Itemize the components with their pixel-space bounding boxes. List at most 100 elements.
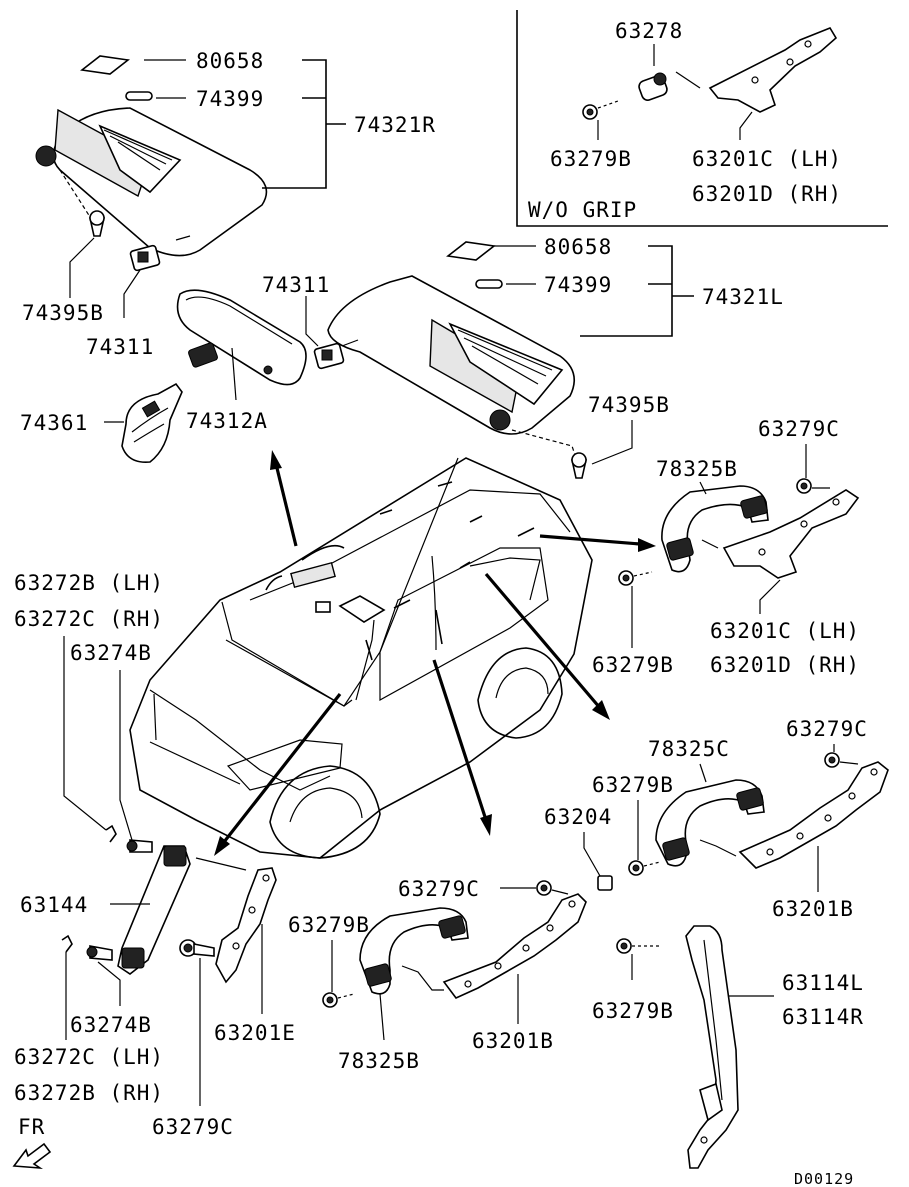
sticker-74399-b (475, 279, 503, 289)
inset-bracket-63201C (675, 27, 838, 113)
label-63274B-b: 63274B (70, 1013, 152, 1037)
clip-63204 (597, 875, 613, 891)
inset-border (516, 10, 888, 227)
inset-clip-63278 (638, 72, 668, 101)
label-74399-b: 74399 (544, 273, 612, 297)
leader-63201C-a (759, 579, 781, 614)
diagram-code: D00129 (794, 1170, 854, 1187)
label-sticker-80658 (80, 55, 130, 75)
label-63279B-inset: 63279B (550, 147, 632, 171)
visor-pivot-b (489, 409, 511, 431)
bracket-63201B-lower (401, 893, 587, 999)
label-63201E: 63201E (214, 1021, 296, 1045)
clip-63272-lower (61, 934, 73, 953)
bracket-63201C-upper (701, 489, 860, 579)
label-63114L: 63114L (782, 971, 864, 995)
leader-63274B-a (119, 670, 133, 841)
label-63279C-b: 63279C (786, 717, 868, 741)
fr-label: FR (18, 1115, 45, 1139)
bracket-63201E (195, 857, 277, 984)
label-63279B-b: 63279B (592, 773, 674, 797)
bracket-74321L (580, 245, 694, 337)
label-63279B-a: 63279B (592, 653, 674, 677)
label-74399-a: 74399 (196, 87, 264, 111)
label-63279C-a: 63279C (758, 417, 840, 441)
label-74312A: 74312A (186, 409, 268, 433)
label-63201D-inset: 63201D (RH) (692, 182, 842, 206)
label-63278: 63278 (615, 19, 683, 43)
callout-arrows (214, 450, 656, 856)
assist-grip-78325B-lower (359, 907, 469, 995)
leader-63204 (583, 832, 601, 877)
label-74395B-b: 74395B (588, 393, 670, 417)
label-63272C-lh: 63272C (LH) (14, 1045, 164, 1069)
screw-63279C-right (824, 752, 859, 768)
label-63204: 63204 (544, 805, 612, 829)
front-arrow-icon (12, 1142, 52, 1170)
label-78325B-a: 78325B (656, 457, 738, 481)
label-78325C: 78325C (648, 737, 730, 761)
screw-63279C-left (179, 939, 215, 957)
label-63279B-d: 63279B (592, 999, 674, 1023)
front-direction-indicator: FR (12, 1115, 52, 1170)
front-wheel (269, 765, 381, 859)
label-63272C-rh: 63272C (RH) (14, 607, 164, 631)
label-80658-a: 80658 (196, 49, 264, 73)
screw-63279B-upper (618, 570, 653, 586)
label-63272B-lh: 63272B (LH) (14, 571, 164, 595)
screw-74395B-left (89, 210, 105, 237)
assist-grip-78325C (655, 779, 765, 867)
leader-78325C (699, 763, 707, 783)
leader-63201C-inset (739, 111, 753, 140)
screw-63274B-upper (126, 839, 153, 853)
leader-63272-upper (63, 636, 107, 831)
label-63274B-a: 63274B (70, 641, 152, 665)
screw-63279C-upper (796, 478, 830, 494)
label-sticker-80658-b (446, 241, 496, 261)
label-63201D-a: 63201D (RH) (710, 653, 860, 677)
wo-grip-inset: W/O GRIP 63278 63279B 63201C (LH) 63201D… (516, 10, 888, 227)
leader-74311-b (305, 296, 319, 347)
rear-wheel (477, 647, 563, 739)
leader-74311-a (123, 269, 141, 318)
label-80658-b: 80658 (544, 235, 612, 259)
screw-74395B-right (571, 452, 587, 479)
leader-63274B-b (97, 961, 121, 1006)
sun-visor-74321R (35, 55, 268, 257)
label-63272B-rh: 63272B (RH) (14, 1081, 164, 1105)
label-74321R: 74321R (354, 113, 436, 137)
label-78325B-b: 78325B (338, 1049, 420, 1073)
label-63201C-a: 63201C (LH) (710, 619, 860, 643)
label-74395B-a: 74395B (22, 301, 104, 325)
screw-63279C-lower (536, 880, 569, 896)
wo-grip-caption: W/O GRIP (528, 198, 637, 222)
screw-63279B-lower (322, 992, 355, 1008)
label-63279B-c: 63279B (288, 913, 370, 937)
assist-grip-63144 (117, 845, 191, 975)
bracket-74321R (262, 59, 346, 189)
label-63201B-b: 63201B (472, 1029, 554, 1053)
sticker-74399 (125, 91, 153, 101)
leader-78325B-b (379, 993, 385, 1041)
screw-63279B-grip (616, 938, 660, 954)
sun-visor-74321L (327, 241, 577, 459)
assist-grip-63114 (685, 925, 739, 1169)
leader-74312A (231, 347, 237, 401)
leader-78325B-a (699, 481, 707, 495)
label-63201B-a: 63201B (772, 897, 854, 921)
screw-63274B-lower (86, 945, 113, 961)
rear-view-mirror-74312A (176, 289, 307, 386)
clip-63272-upper (105, 824, 117, 843)
vehicle-body (129, 457, 593, 859)
label-63279C-c: 63279C (398, 877, 480, 901)
bracket-63201B-right (699, 761, 889, 869)
assist-grip-78325B-upper (661, 485, 769, 573)
cover-74361 (121, 382, 183, 463)
label-63201C-inset: 63201C (LH) (692, 147, 842, 171)
screw-63279B-right (628, 860, 661, 876)
label-74361: 74361 (20, 411, 88, 435)
holder-74311-left (129, 244, 161, 272)
label-63144: 63144 (20, 893, 88, 917)
label-74321L: 74321L (702, 285, 784, 309)
